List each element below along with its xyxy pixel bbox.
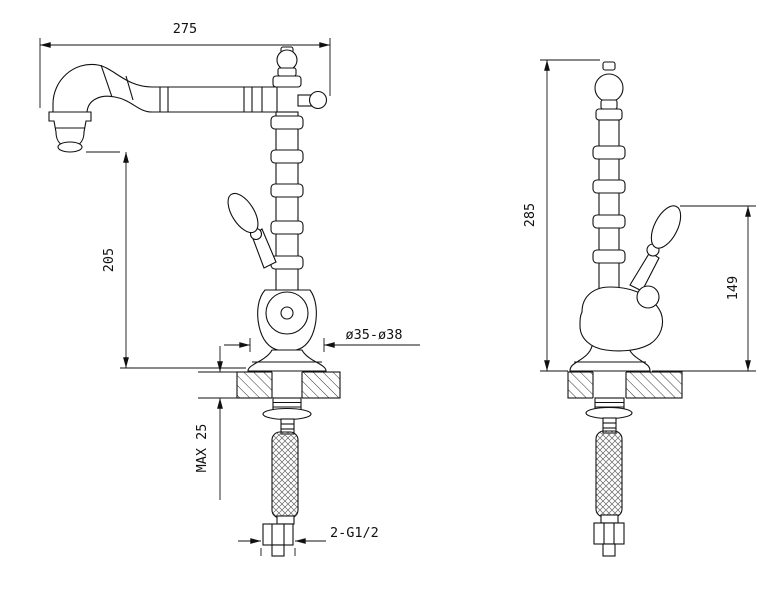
dim-overall-height: 285 [522, 59, 600, 372]
front-column [270, 46, 328, 293]
side-base [569, 345, 651, 372]
side-handle [629, 205, 682, 292]
side-body [579, 285, 664, 352]
dim-label-spout-height: 205 [101, 248, 117, 272]
dimension-annotations: 275 205 ø35-ø38 MAX 25 [39, 21, 756, 556]
spout-tube [52, 63, 278, 113]
dim-label-overall-height: 285 [522, 203, 538, 227]
dim-handle-height: 149 [652, 205, 756, 372]
dim-label-counter-thickness: MAX 25 [194, 424, 210, 473]
dim-connector-thread: 2-G1/2 [238, 525, 379, 556]
front-handle [227, 192, 277, 269]
dim-label-hole-diameter: ø35-ø38 [346, 327, 403, 343]
dim-hole-diameter: ø35-ø38 [224, 327, 420, 352]
dim-spout-height: 205 [86, 151, 246, 369]
spout-outlet [48, 111, 92, 147]
side-view [567, 61, 683, 557]
front-body [257, 289, 317, 351]
dim-spout-reach: 275 [39, 21, 331, 108]
dim-label-spout-reach: 275 [173, 21, 197, 37]
dim-label-connector-thread: 2-G1/2 [330, 525, 379, 541]
front-spout [48, 63, 278, 153]
front-supply-hose [262, 397, 312, 557]
dim-counter-thickness: MAX 25 [194, 346, 237, 500]
side-countertop [567, 371, 683, 399]
dim-label-handle-height: 149 [725, 276, 741, 300]
side-supply-hose [585, 397, 633, 557]
front-countertop [236, 371, 341, 399]
front-view [48, 46, 341, 557]
front-base [247, 349, 327, 372]
side-column [592, 61, 626, 293]
